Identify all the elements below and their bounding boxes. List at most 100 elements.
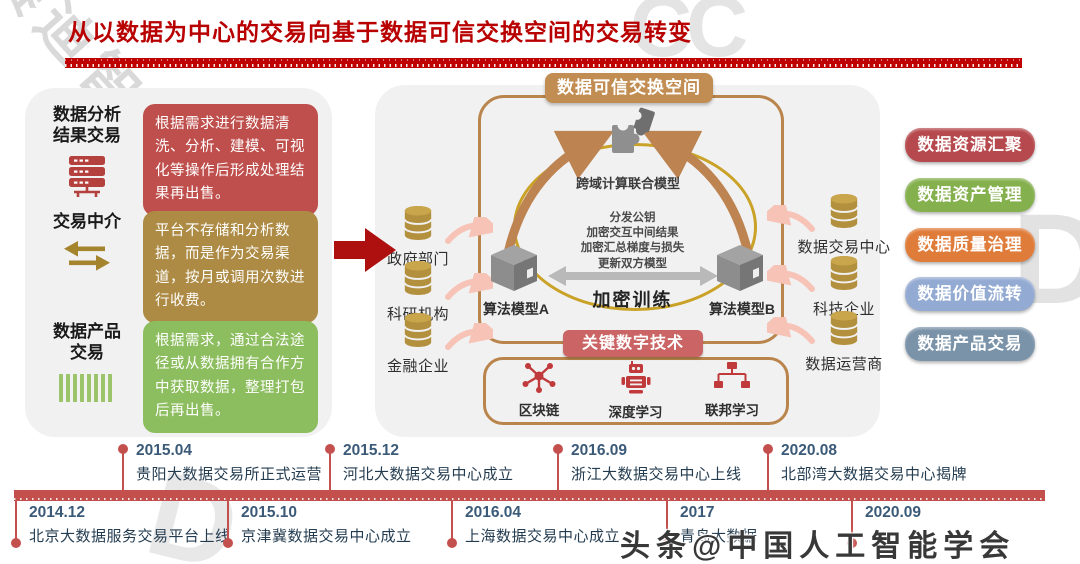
- timeline-dot: [763, 444, 773, 454]
- timeline-stem: [557, 452, 559, 492]
- tree-icon: [714, 362, 750, 388]
- trading-mode-head: 交易中介: [25, 211, 135, 277]
- protocol-step: 加密汇总梯度与损失: [580, 242, 685, 255]
- space-badge: 数据可信交换空间: [545, 73, 713, 103]
- database-icon: [403, 206, 433, 240]
- barcode-icon: [59, 373, 115, 402]
- trading-mode-title: 数据分析 结果交易: [39, 104, 135, 147]
- timeline-stem: [227, 501, 229, 541]
- title-line: 交易中介: [53, 212, 121, 231]
- event-desc: 河北大数据交易中心成立: [343, 466, 514, 483]
- event-date: 2015.04: [136, 442, 193, 459]
- page-title: 从以数据为中心的交易向基于数据可信交换空间的交易转变: [68, 19, 692, 45]
- capability-badge: 数据资源汇聚: [905, 128, 1035, 162]
- protocol-step: 加密交互中间结果: [586, 227, 679, 240]
- puzzle-icon: [612, 107, 655, 153]
- robot-icon: [621, 361, 650, 394]
- event-date: 2016.09: [571, 442, 628, 459]
- trusted-space-panel: 数据可信交换空间 跨域计算联合模型 分发公钥 加密交互中间结果 加密汇总梯度与损…: [375, 73, 890, 437]
- blockchain-icon: [522, 363, 556, 393]
- database-icon: [829, 194, 859, 228]
- title-line: 数据分析: [53, 105, 121, 124]
- database-icon: [403, 261, 433, 295]
- trading-mode-title: 交易中介: [39, 211, 135, 232]
- timeline-stem: [767, 452, 769, 492]
- trading-mode-row: 数据分析 结果交易: [25, 104, 332, 216]
- key-tech-frame: [483, 357, 789, 425]
- timeline-dot: [447, 538, 457, 548]
- event-date: 2015.10: [241, 504, 298, 521]
- capability-badge: 数据质量治理: [905, 228, 1035, 262]
- model-a-cube-icon: [491, 245, 537, 291]
- protocol-steps: 分发公钥 加密交互中间结果 加密汇总梯度与损失 更新双方模型: [525, 211, 740, 272]
- database-icon: [829, 256, 859, 290]
- event-date: 2015.12: [343, 442, 400, 459]
- timeline-dot: [118, 444, 128, 454]
- database-icon: [403, 313, 433, 347]
- flow-arrow-icon: [767, 265, 815, 292]
- title-line: 交易: [70, 343, 104, 363]
- tech-label: 深度学习: [608, 405, 663, 420]
- joint-model-label: 跨域计算联合模型: [575, 176, 680, 191]
- tech-item: 联邦学习: [686, 361, 778, 421]
- source-label: 金融企业: [386, 358, 449, 375]
- event-desc: 浙江大数据交易中心上线: [571, 466, 742, 483]
- data-source: 政府部门: [370, 205, 466, 269]
- timeline-dot: [223, 538, 233, 548]
- source-label: 数据运营商: [805, 356, 883, 373]
- event-date: 2017: [680, 504, 715, 521]
- flow-arrow-icon: [767, 205, 815, 232]
- legacy-trading-panel: 数据分析 结果交易: [25, 88, 332, 437]
- trading-mode-desc: 根据需求，通过合法途径或从数据拥有合作方中获取数据，整理打包后再出售。: [143, 321, 318, 433]
- loop-arrows-icon: [503, 130, 753, 258]
- source-label: 政府部门: [386, 251, 449, 268]
- trading-mode-row: 数据产品 交易 根据需求，通过合法途径或从数据拥有合作方中获取数据，整理打包后再…: [25, 321, 332, 433]
- title-line: 结果交易: [53, 126, 121, 146]
- protocol-step: 更新双方模型: [598, 257, 667, 270]
- event-date: 2014.12: [29, 504, 86, 521]
- event-desc: 京津冀数据交易中心成立: [241, 528, 412, 545]
- data-source: 金融企业: [370, 312, 466, 376]
- toutiao-watermark: 头条@中国人工智能学会: [620, 530, 1016, 563]
- protocol-step: 分发公钥: [609, 212, 656, 224]
- database-icon: [829, 311, 859, 345]
- tech-label: 区块链: [518, 403, 560, 418]
- data-source: 数据交易中心: [789, 193, 899, 257]
- timeline-stem: [122, 452, 124, 492]
- data-source: 科技企业: [789, 255, 899, 319]
- trading-mode-head: 数据产品 交易: [25, 321, 135, 402]
- capability-badge: 数据产品交易: [905, 327, 1035, 361]
- event-desc: 青岛大数据: [680, 528, 758, 545]
- timeline-dot: [662, 538, 672, 548]
- trading-mode-row: 交易中介 平台不存储和分析数据，而是作为交易渠道，按月或调用次数进行收费。: [25, 211, 332, 323]
- exchange-arrow-icon: [548, 266, 718, 286]
- model-b-cube-icon: [717, 245, 763, 291]
- timeline-stem: [451, 501, 453, 541]
- timeline-stem: [15, 501, 17, 541]
- encrypted-training-label: 加密训练: [592, 290, 673, 310]
- data-source: 数据运营商: [789, 310, 899, 374]
- trading-mode-desc: 根据需求进行数据清洗、分析、建模、可视化等操作后形成处理结果再出售。: [143, 104, 318, 216]
- timeline-stem: [666, 501, 668, 541]
- event-desc: 北部湾大数据交易中心揭牌: [781, 466, 968, 483]
- event-desc: 上海数据交易中心成立: [465, 528, 621, 545]
- swap-arrows-icon: [39, 240, 135, 277]
- key-tech-badge: 关键数字技术: [563, 330, 703, 357]
- capability-badge: 数据价值流转: [905, 277, 1035, 311]
- event-desc: 贵阳大数据交易所正式运营: [136, 466, 323, 483]
- tech-item: 区块链: [493, 361, 585, 421]
- timeline-stem: [851, 501, 853, 541]
- key-tech-row: 区块链 深度学习: [493, 361, 778, 421]
- timeline-dot: [11, 538, 21, 548]
- flow-arrow-icon: [445, 323, 493, 350]
- flow-arrow-icon: [445, 217, 493, 244]
- timeline-dot: [847, 538, 857, 548]
- timeline-dot: [553, 444, 563, 454]
- capability-badge: 数据资产管理: [905, 178, 1035, 212]
- source-label: 科技企业: [812, 301, 875, 318]
- timeline-bar: [14, 490, 1045, 501]
- trading-mode-title: 数据产品 交易: [39, 321, 135, 364]
- header-rule: [65, 58, 1022, 68]
- event-date: 2020.09: [865, 504, 922, 521]
